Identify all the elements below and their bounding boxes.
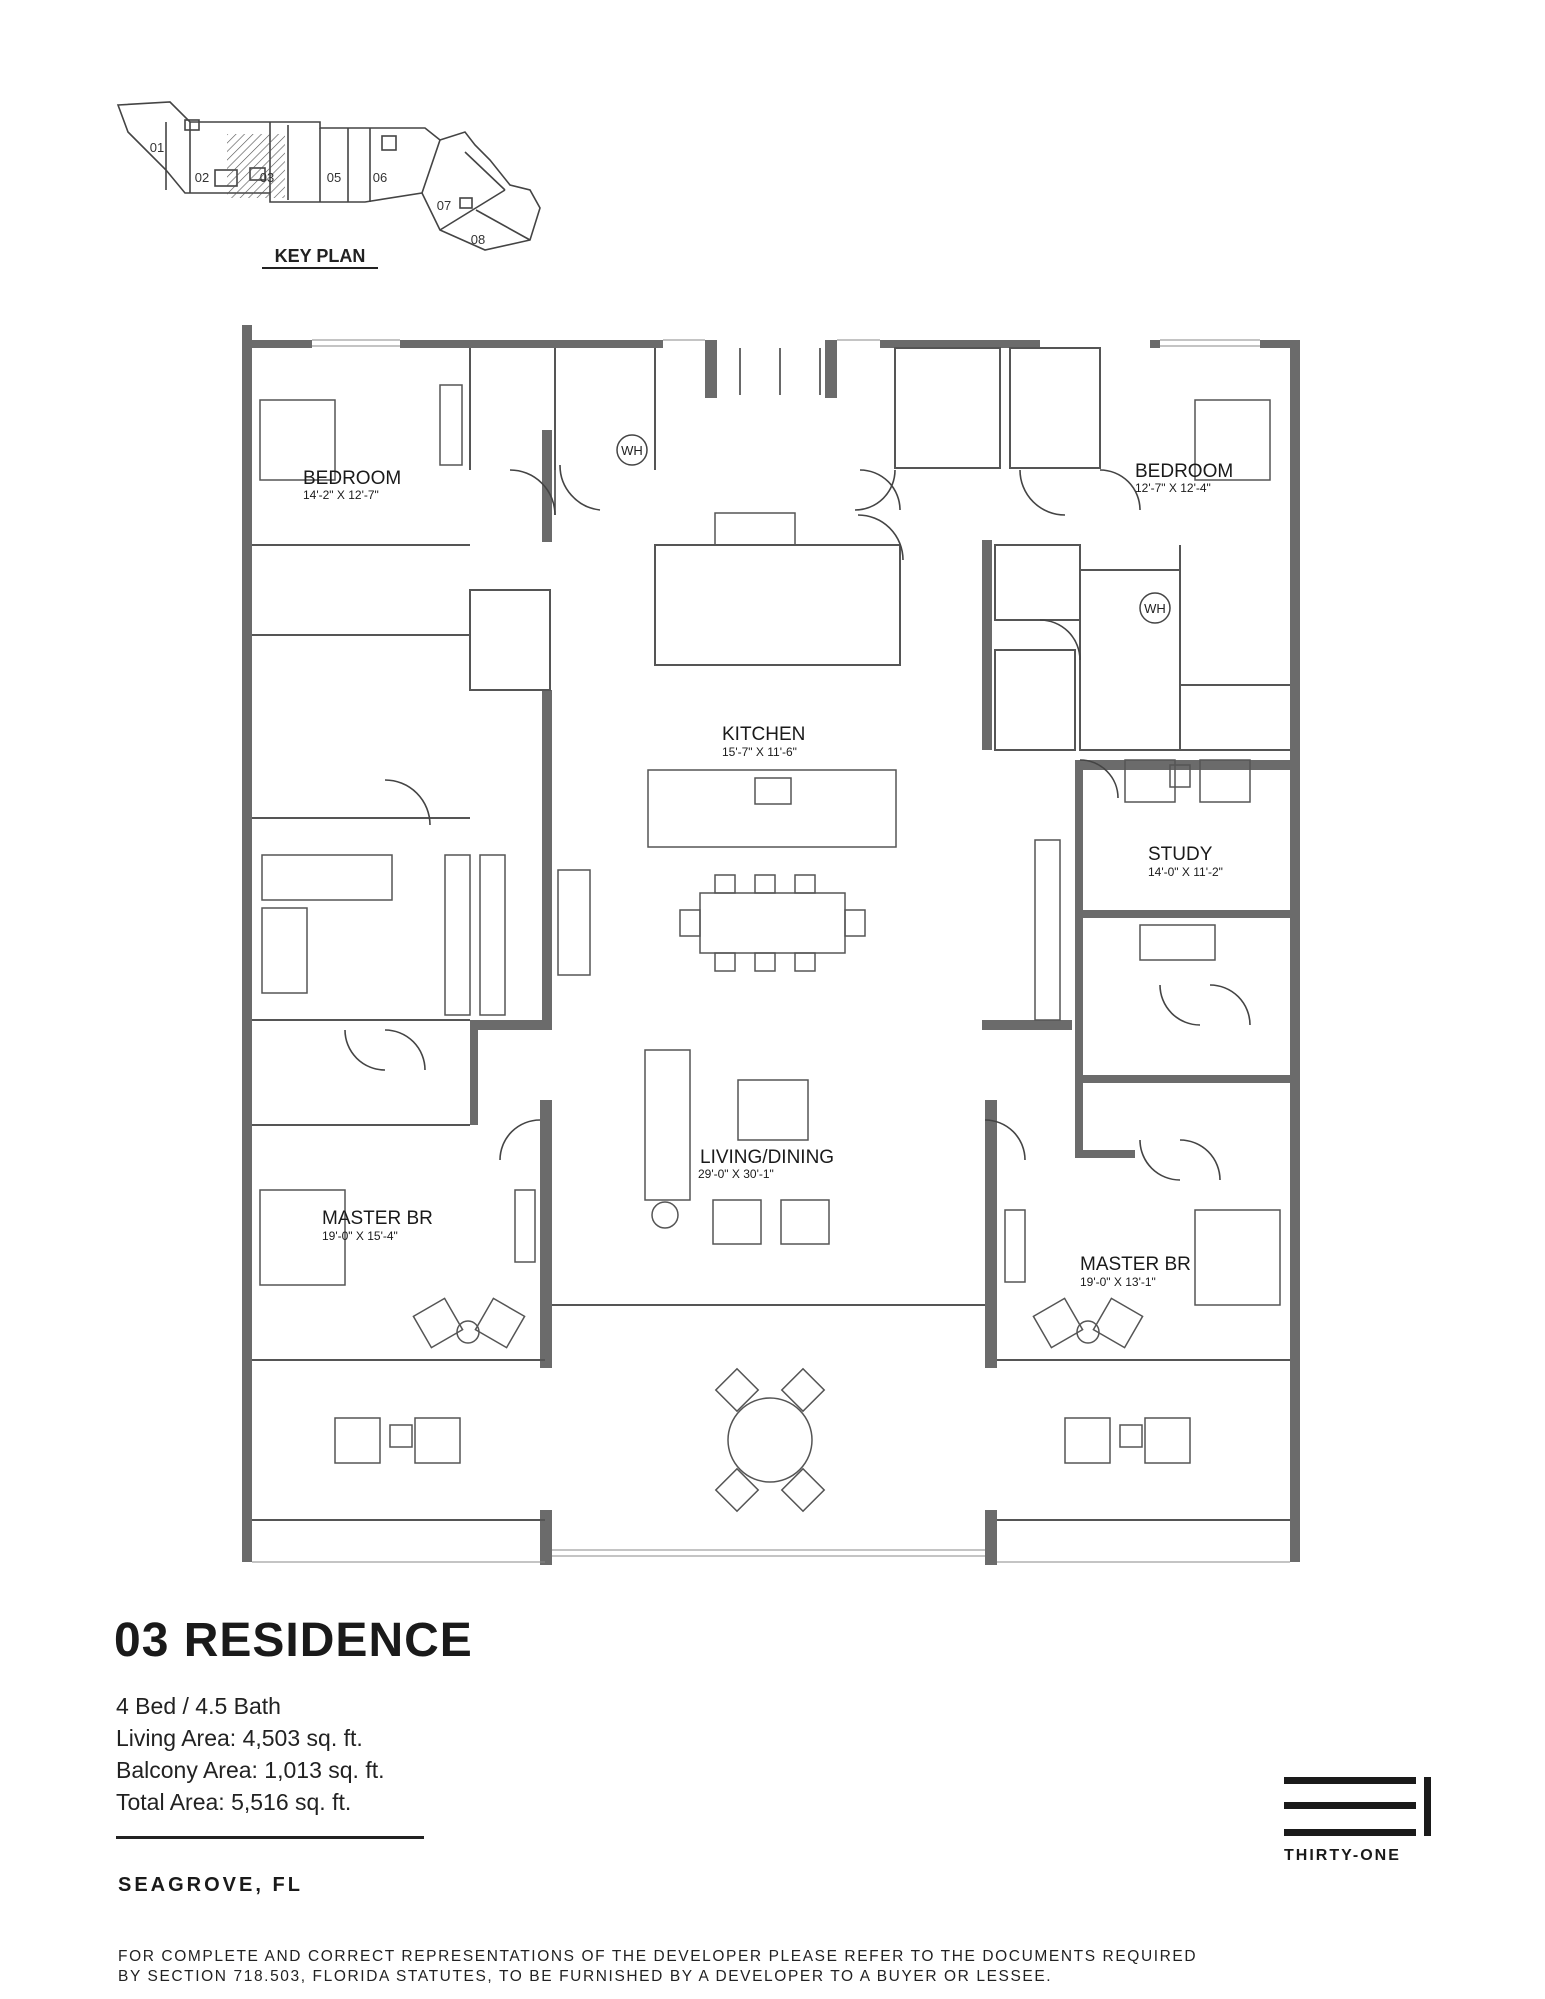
armchair bbox=[780, 1199, 830, 1245]
bathtub-icon bbox=[1139, 924, 1216, 961]
key-plan-unit-label: 03 bbox=[260, 170, 274, 185]
room-dims-kitchen: 15'-7" X 11'-6" bbox=[722, 745, 797, 759]
water-heater-icon bbox=[1139, 592, 1171, 624]
key-plan-unit-label: 07 bbox=[437, 198, 451, 213]
divider bbox=[116, 1836, 424, 1839]
balcony-furniture bbox=[334, 1297, 1191, 1513]
interior-walls bbox=[252, 347, 1290, 1521]
console-table bbox=[557, 869, 591, 976]
brand-name: THIRTY-ONE bbox=[1284, 1847, 1401, 1864]
door-swings bbox=[344, 348, 1251, 1181]
room-dims-living-dining: 29'-0" X 30'-1" bbox=[698, 1167, 774, 1181]
coffee-table bbox=[737, 1079, 809, 1141]
room-name-bedroom: BEDROOM bbox=[1135, 461, 1233, 482]
window-strips bbox=[252, 339, 1290, 1563]
water-heaters: WH WH bbox=[616, 434, 1171, 624]
disclaimer-line: BY SECTION 718.503, FLORIDA STATUTES, TO… bbox=[118, 1968, 1053, 1985]
water-heater-icon bbox=[616, 434, 648, 466]
room-name-master-br: MASTER BR bbox=[322, 1208, 433, 1229]
water-heater-label: WH bbox=[621, 443, 643, 458]
room-dims-master-br: 19'-0" X 15'-4" bbox=[322, 1229, 398, 1243]
room-dims-bedroom: 12'-7" X 12'-4" bbox=[1135, 481, 1211, 495]
side-table bbox=[651, 1201, 679, 1229]
bed bbox=[259, 1189, 346, 1286]
water-heater-label: WH bbox=[1144, 601, 1166, 616]
lounge-chair bbox=[1064, 1417, 1111, 1464]
bed bbox=[1194, 399, 1271, 481]
vanity bbox=[444, 854, 471, 1016]
location: SEAGROVE, FL bbox=[118, 1874, 303, 1896]
beds-baths: 4 Bed / 4.5 Bath bbox=[116, 1693, 281, 1719]
key-plan-title: KEY PLAN bbox=[275, 246, 366, 266]
key-plan-unit-label: 02 bbox=[195, 170, 209, 185]
study-chair bbox=[1199, 759, 1251, 803]
vanity bbox=[479, 854, 506, 1016]
dresser bbox=[514, 1189, 536, 1263]
walls bbox=[242, 325, 1300, 1565]
sofa bbox=[644, 1049, 691, 1201]
lounge-chair bbox=[334, 1417, 381, 1464]
key-plan: 01 02 03 05 06 07 08 KEY PLAN bbox=[116, 101, 541, 269]
total-area: Total Area: 5,516 sq. ft. bbox=[116, 1789, 352, 1815]
room-dims-study: 14'-0" X 11'-2" bbox=[1148, 865, 1223, 879]
room-dims-master-br: 19'-0" X 13'-1" bbox=[1080, 1275, 1156, 1289]
room-name-master-br: MASTER BR bbox=[1080, 1254, 1191, 1275]
key-plan-unit-label: 05 bbox=[327, 170, 341, 185]
bathtub-icon bbox=[261, 907, 308, 994]
study-chair bbox=[1124, 759, 1176, 803]
key-plan-unit-label: 06 bbox=[373, 170, 387, 185]
room-name-bedroom: BEDROOM bbox=[303, 468, 401, 489]
key-plan-unit-label: 08 bbox=[471, 232, 485, 247]
bed bbox=[1194, 1209, 1281, 1306]
room-name-living-dining: LIVING/DINING bbox=[700, 1147, 834, 1168]
room-dims-bedroom: 14'-2" X 12'-7" bbox=[303, 488, 379, 502]
range-hood bbox=[714, 512, 796, 546]
dresser bbox=[1004, 1209, 1026, 1283]
furniture bbox=[259, 384, 1281, 1306]
kitchen-island bbox=[647, 769, 897, 848]
lounge-chair bbox=[414, 1417, 461, 1464]
armchair bbox=[712, 1199, 762, 1245]
study-shelf bbox=[1034, 839, 1061, 1021]
bed bbox=[259, 399, 336, 481]
dresser bbox=[439, 384, 463, 466]
island-sink-icon bbox=[754, 777, 792, 805]
round-table bbox=[727, 1397, 813, 1483]
lounge-chair bbox=[1144, 1417, 1191, 1464]
room-name-kitchen: KITCHEN bbox=[722, 724, 805, 745]
brand-logo-icon bbox=[1284, 1777, 1431, 1836]
floor-plan: BEDROOM 14'-2" X 12'-7" BEDROOM 12'-7" X… bbox=[242, 325, 1300, 1565]
living-area: Living Area: 4,503 sq. ft. bbox=[116, 1725, 363, 1751]
key-plan-unit-label: 01 bbox=[150, 140, 164, 155]
balcony-area: Balcony Area: 1,013 sq. ft. bbox=[116, 1757, 385, 1783]
vanity bbox=[261, 854, 393, 901]
room-name-study: STUDY bbox=[1148, 844, 1213, 865]
disclaimer-line: FOR COMPLETE AND CORRECT REPRESENTATIONS… bbox=[118, 1948, 1198, 1965]
residence-title: 03 RESIDENCE bbox=[114, 1614, 473, 1667]
room-labels: BEDROOM 14'-2" X 12'-7" BEDROOM 12'-7" X… bbox=[303, 461, 1233, 1289]
dining-table bbox=[699, 892, 846, 954]
highlighted-unit-03 bbox=[227, 134, 285, 198]
